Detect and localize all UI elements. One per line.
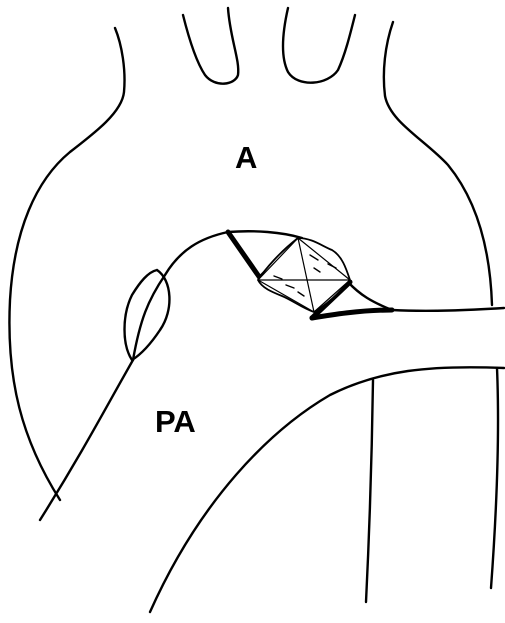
pulmonary-artery-label: PA (155, 404, 196, 439)
aorta-label: A (235, 140, 257, 175)
right-branch-line-2 (491, 368, 498, 588)
aorta-left-wall (9, 28, 124, 500)
arch-branch-right (283, 8, 355, 83)
aorta-inner-curve (133, 232, 228, 360)
occluder-device (258, 238, 350, 312)
ductus-lower-wall (348, 282, 504, 311)
device-arm-upper-left (228, 232, 260, 278)
aorta-right-wall (384, 22, 492, 305)
device-arm-lower-right (312, 310, 392, 318)
left-window-loop (125, 270, 170, 360)
pulmonary-trunk-lower (150, 367, 504, 612)
right-branch-line-1 (366, 380, 373, 602)
pulmonary-trunk-left (40, 360, 133, 520)
ductus-upper-wall (228, 231, 302, 238)
arch-branch-left (183, 8, 238, 84)
